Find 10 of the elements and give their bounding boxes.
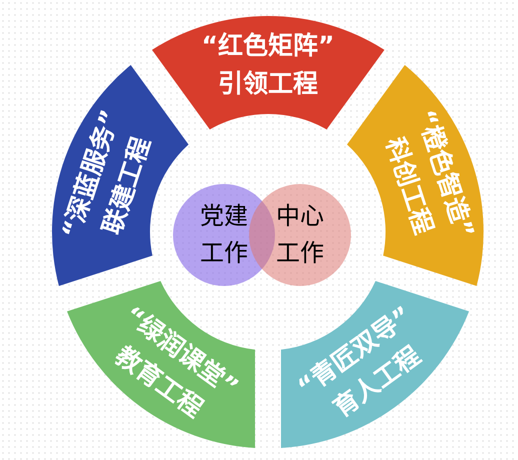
ring-segment <box>281 280 470 448</box>
circle-label: 中心工作 <box>274 201 325 269</box>
venn-circle <box>249 184 351 286</box>
ring-segment <box>347 65 484 286</box>
segment-title: “红色矩阵” <box>202 30 334 62</box>
ring-segment <box>52 65 189 286</box>
ring-segment <box>66 280 255 448</box>
segment-subtitle: 引领工程 <box>218 68 318 100</box>
ring-segment <box>152 16 384 130</box>
circle-label: 党建工作 <box>198 201 249 269</box>
